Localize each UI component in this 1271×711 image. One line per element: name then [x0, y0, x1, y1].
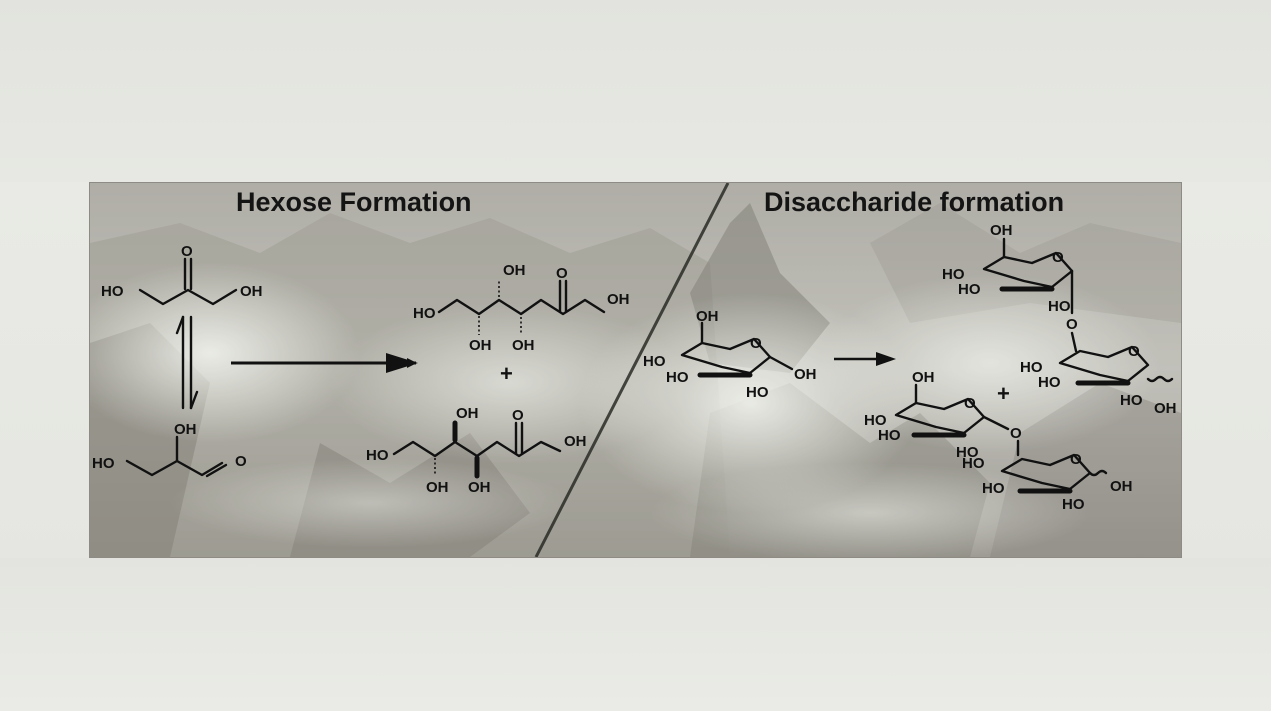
dihydroxyacetone-molecule: O HO OH: [101, 243, 263, 306]
glucose-molecule: O OH HO HO HO OH: [643, 308, 817, 401]
svg-text:HO: HO: [1038, 374, 1061, 391]
right-panel-title: Disaccharide formation: [764, 187, 1064, 217]
svg-text:OH: OH: [468, 479, 491, 496]
disaccharide-bottom-molecule: O OH HO HO HO O O HO HO HO OH: [864, 369, 1133, 513]
svg-text:O: O: [1010, 425, 1022, 442]
plus-sign-hexose: +: [500, 361, 513, 386]
svg-text:OH: OH: [1154, 400, 1177, 417]
hexulose-top-molecule: O HO OH OH OH OH: [413, 262, 630, 354]
svg-text:HO: HO: [878, 427, 901, 444]
reaction-scheme-figure: Hexose Formation Disaccharide formation …: [89, 182, 1182, 558]
svg-text:HO: HO: [982, 480, 1005, 497]
svg-text:HO: HO: [1020, 359, 1043, 376]
svg-text:HO: HO: [366, 447, 389, 464]
svg-text:OH: OH: [696, 308, 719, 325]
svg-text:HO: HO: [413, 305, 436, 322]
svg-text:O: O: [556, 265, 568, 282]
svg-text:OH: OH: [564, 433, 587, 450]
top-band: [0, 0, 1271, 182]
svg-text:OH: OH: [469, 337, 492, 354]
svg-text:OH: OH: [240, 283, 263, 300]
svg-text:HO: HO: [958, 281, 981, 298]
svg-text:O: O: [964, 395, 976, 412]
equilibrium-arrows: [175, 315, 199, 410]
panel-divider-line: [534, 183, 730, 557]
svg-text:OH: OH: [912, 369, 935, 386]
svg-text:O: O: [1066, 316, 1078, 333]
svg-text:HO: HO: [666, 369, 689, 386]
svg-text:HO: HO: [956, 444, 979, 461]
svg-text:HO: HO: [643, 353, 666, 370]
svg-text:O: O: [512, 407, 524, 424]
hexose-reaction-arrowhead: [386, 353, 418, 373]
svg-text:HO: HO: [1120, 392, 1143, 409]
disaccharide-top-molecule: O OH HO HO HO O O HO HO HO OH: [942, 222, 1177, 417]
svg-text:HO: HO: [101, 283, 124, 300]
svg-text:OH: OH: [990, 222, 1013, 239]
svg-text:HO: HO: [962, 455, 985, 472]
svg-text:O: O: [181, 243, 193, 260]
left-panel-title: Hexose Formation: [236, 187, 472, 217]
svg-text:OH: OH: [503, 262, 526, 279]
svg-text:OH: OH: [607, 291, 630, 308]
svg-text:HO: HO: [1048, 298, 1071, 315]
svg-text:O: O: [750, 335, 762, 352]
svg-text:OH: OH: [174, 421, 197, 438]
svg-text:HO: HO: [1062, 496, 1085, 513]
svg-text:OH: OH: [426, 479, 449, 496]
plus-sign-disaccharide: +: [997, 381, 1010, 406]
svg-text:HO: HO: [942, 266, 965, 283]
svg-text:HO: HO: [746, 384, 769, 401]
svg-text:HO: HO: [92, 455, 115, 472]
hexulose-bottom-molecule: O HO OH OH OH OH: [366, 405, 587, 496]
svg-text:OH: OH: [794, 366, 817, 383]
svg-text:O: O: [1128, 343, 1140, 360]
bottom-band: [0, 558, 1271, 711]
svg-text:O: O: [235, 453, 247, 470]
svg-text:OH: OH: [1110, 478, 1133, 495]
svg-text:O: O: [1052, 249, 1064, 266]
disaccharide-reaction-arrowhead: [876, 352, 896, 366]
seascape-background: [90, 183, 1181, 557]
svg-text:OH: OH: [512, 337, 535, 354]
svg-text:O: O: [1070, 451, 1082, 468]
svg-text:HO: HO: [864, 412, 887, 429]
glyceraldehyde-molecule: OH HO O: [92, 421, 247, 478]
svg-text:OH: OH: [456, 405, 479, 422]
